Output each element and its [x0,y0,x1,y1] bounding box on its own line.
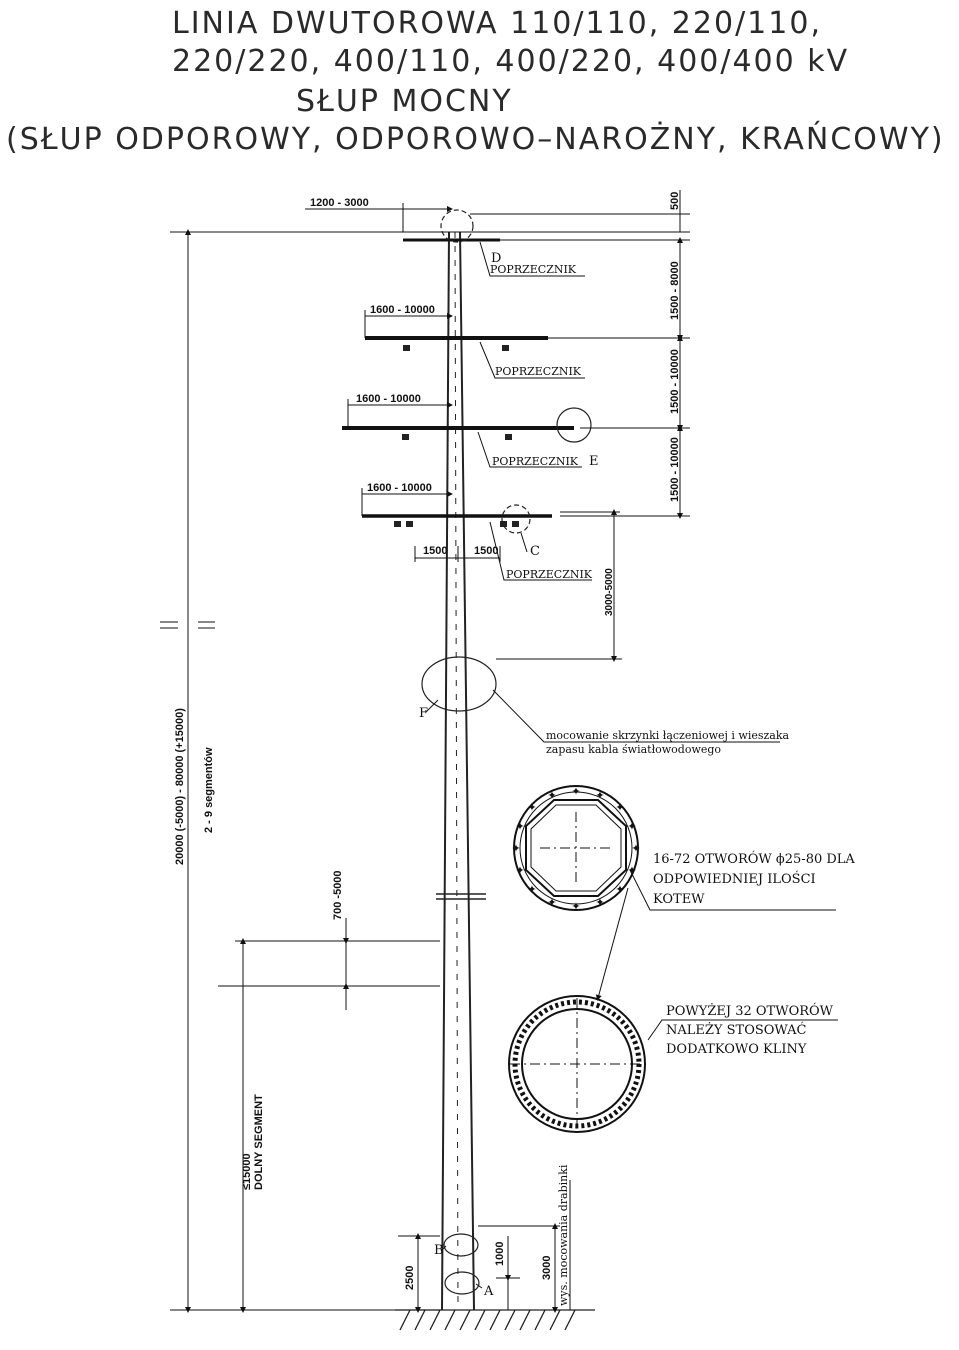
flange-note-line-3: KOTEW [653,892,705,907]
ring-note-leader [647,1019,838,1041]
ring-note-line-2: NALEŻY STOSOWAĆ [666,1021,807,1038]
right-dimensions [490,237,690,662]
right-span-3: 1500 - 10000 [669,437,681,502]
right-span-2: 1500 - 10000 [669,349,681,414]
svg-text:✦: ✦ [615,801,624,814]
svg-text:✦: ✦ [615,883,624,896]
detail-circles [421,209,592,1295]
arm1-dim: 1600 - 10000 [370,304,435,316]
box-note-line-1: mocowanie skrzynki łączeniowej i wieszak… [546,729,790,742]
svg-text:✦: ✦ [511,842,520,855]
svg-text:✦: ✦ [527,883,536,896]
base-2500-dim: 2500 [404,1266,416,1290]
detail-a-label: A [483,1284,494,1299]
right-span-1: 1500 - 8000 [669,261,681,320]
ground-hatch [395,1309,595,1331]
svg-text:✦: ✦ [515,820,524,833]
svg-text:✦: ✦ [515,864,524,877]
detail-f-label: F [419,706,428,721]
arm3-dim: 1600 - 10000 [367,482,432,494]
splice-overlap-label: 700 -5000 [332,870,344,920]
base-dimensions [398,1180,571,1313]
title-line-4: (SŁUP ODPOROWY, ODPOROWO–NAROŻNY, KRAŃCO… [6,122,945,157]
flange-note-line-1: 16-72 OTWORÓW ϕ25-80 DLA [653,850,855,867]
svg-text:✦: ✦ [547,789,556,802]
pole-shaft [436,231,486,1311]
total-height-label: 20000 (-5000) - 80000 (+15000) [174,708,186,865]
box-note-leader [492,689,780,743]
flange-detail-octagon [513,785,639,911]
svg-text:✦: ✦ [527,801,536,814]
detail-d-label: D [491,251,501,266]
crossarm-labels [477,241,592,581]
crossarm-label-1: POPRZECZNIK [490,263,577,276]
crossarm-label-2: POPRZECZNIK [495,365,582,378]
base-1000-dim: 1000 [494,1242,506,1266]
svg-text:✦: ✦ [595,896,604,909]
svg-text:✦: ✦ [571,900,580,913]
bottom-segment-name: DOLNY SEGMENT [253,1094,265,1190]
ring-note-line-1: POWYŻEJ 32 OTWORÓW [666,1002,834,1019]
bracket-right-dim: 1500 [474,545,498,557]
flange-bolt-holes: ✦✦✦ ✦✦✦ ✦✦✦ ✦✦✦ ✦✦✦ ✦ [511,785,640,913]
bracket-left-dim: 1500 [423,545,447,557]
segment-dimensions [218,918,440,1313]
svg-text:✦: ✦ [627,820,636,833]
title-line-3: SŁUP MOCNY [296,84,513,119]
title-line-2: 220/220, 400/110, 400/220, 400/400 kV [172,44,850,79]
total-height-dim [160,229,440,1313]
title-line-1: LINIA DWUTOROWA 110/110, 220/110, [172,6,822,41]
svg-text:✦: ✦ [627,864,636,877]
crossarm-label-4: POPRZECZNIK [506,568,593,581]
flange-note-line-2: ODPOWIEDNIEJ ILOŚCI [653,870,816,887]
flange-detail-ring [508,995,650,1133]
base-3000-dim: 3000 [541,1256,553,1280]
svg-text:✦: ✦ [547,896,556,909]
svg-text:✦: ✦ [595,789,604,802]
svg-text:✦: ✦ [631,842,640,855]
top-offset-dim: 1200 - 3000 [310,197,369,209]
crossarm-label-3: POPRZECZNIK [492,455,579,468]
top-dimension [170,190,690,233]
bottom-segment-length: ≤15000 [241,1153,253,1190]
detail-b-label: B [434,1243,444,1258]
detail-c-label: C [530,544,540,559]
svg-text:✦: ✦ [571,785,580,798]
flange-note-leader [595,869,836,1001]
arm2-dim: 1600 - 10000 [356,393,421,405]
insulator-clamps [394,345,519,527]
detail-e-label: E [589,454,599,469]
top-cap-dim: 500 [669,192,681,210]
segments-label: 2 - 9 segmentów [203,747,215,833]
box-note-line-2: zapasu kabla światłowodowego [546,743,721,756]
ring-note-line-3: DODATKOWO KLINY [666,1042,807,1057]
right-span-4: 3000-5000 [604,568,615,616]
ladder-height-label: wys. mocowania drabinki [557,1164,570,1306]
arm-dimensions [347,310,501,562]
